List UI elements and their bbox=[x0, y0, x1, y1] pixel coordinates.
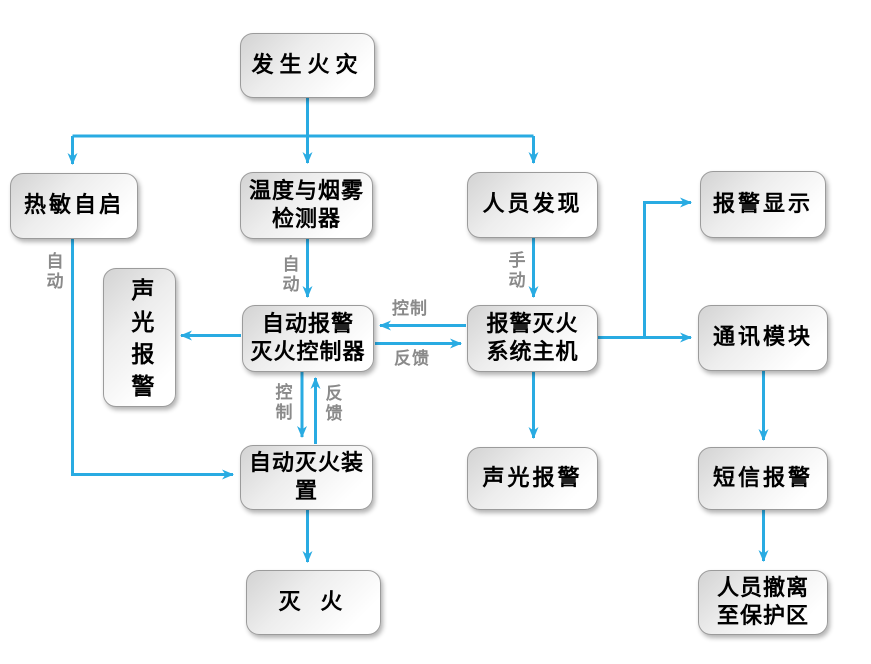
edge-label-feedback-vertical: 反馈 bbox=[321, 384, 342, 424]
edge-junction-to-alarmdisplay bbox=[643, 197, 692, 338]
node-alarm-display: 报警显示 bbox=[700, 171, 826, 238]
node-sms-alarm: 短信报警 bbox=[698, 447, 828, 510]
node-comm-module: 通讯模块 bbox=[698, 305, 828, 371]
edge-label-feedback-horizontal: 反馈 bbox=[394, 349, 430, 369]
edge-fire-branch-trunk bbox=[72, 98, 534, 138]
node-auto-alarm-controller: 自动报警 灭火控制器 bbox=[242, 305, 374, 372]
edge-label-auto-left: 自动 bbox=[42, 252, 63, 292]
edge-label-auto-center: 自动 bbox=[278, 255, 299, 295]
node-fire-occurs: 发生火灾 bbox=[240, 33, 375, 98]
edge-thermal-to-autoext bbox=[71, 239, 234, 480]
node-sound-light-alarm-right: 声光报警 bbox=[467, 447, 598, 510]
node-alarm-system-host: 报警灭火 系统主机 bbox=[467, 305, 598, 372]
node-auto-extinguisher: 自动灭火装置 bbox=[240, 445, 373, 510]
edge-label-control-vertical: 控制 bbox=[271, 383, 292, 423]
edge-label-manual: 手动 bbox=[504, 251, 525, 291]
node-sound-light-alarm-left: 声光报警 bbox=[103, 268, 176, 407]
node-temp-smoke-detector: 温度与烟雾 检测器 bbox=[240, 172, 373, 239]
node-person-discovers: 人员发现 bbox=[467, 172, 598, 238]
edge-label-control-horizontal: 控制 bbox=[392, 299, 428, 319]
node-evacuate-protected-area: 人员撤离 至保护区 bbox=[698, 570, 828, 635]
node-thermal-self-start: 热敏自启 bbox=[10, 173, 138, 239]
node-extinguish: 灭 火 bbox=[246, 570, 381, 635]
